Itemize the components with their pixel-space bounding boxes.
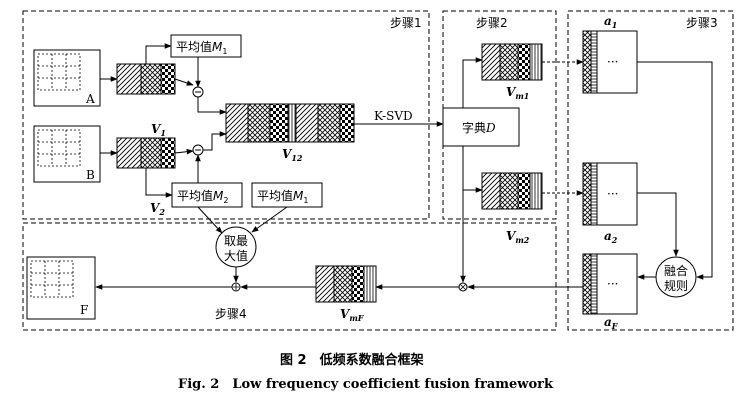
ksvd-label: K-SVD <box>374 109 413 123</box>
step2-label: 步骤2 <box>476 16 508 30</box>
svg-text:平均值M2: 平均值M2 <box>177 188 228 205</box>
subtract-node-bottom <box>192 144 204 156</box>
caption-cn: 图 2 低频系数融合框架 <box>280 352 424 368</box>
image-a-label: A <box>85 92 95 106</box>
step1-label: 步骤1 <box>390 16 422 30</box>
a2-label: a2 <box>604 229 618 245</box>
vmf-label: VmF <box>340 307 365 323</box>
matrix-vm1 <box>481 43 543 81</box>
svg-text:取最: 取最 <box>224 234 248 248</box>
add-node <box>231 282 241 292</box>
connectors <box>95 43 713 290</box>
a1-label: a1 <box>604 14 617 30</box>
mean-m1-top-box: 平均值M1 <box>170 34 242 58</box>
svg-text:平均值M1: 平均值M1 <box>257 188 308 205</box>
svg-text:融合: 融合 <box>664 263 688 278</box>
vm2-label: Vm2 <box>506 229 530 245</box>
v2-label: V2 <box>150 201 165 217</box>
svg-text:···: ··· <box>607 277 618 291</box>
step3-label: 步骤3 <box>686 16 718 30</box>
dictionary-box: 字典D <box>442 107 520 147</box>
v1-label: V1 <box>151 122 166 138</box>
vm1-label: Vm1 <box>506 85 529 101</box>
image-b-label: B <box>86 168 95 182</box>
image-f: F <box>26 256 96 320</box>
svg-text:···: ··· <box>607 187 618 201</box>
coefficient-af: ··· <box>582 253 638 315</box>
image-a: A <box>33 49 101 107</box>
coefficient-a2: ··· <box>582 162 638 226</box>
mean-m2-box: 平均值M2 <box>171 182 243 208</box>
image-b: B <box>33 125 101 183</box>
matrix-vmf <box>315 265 377 303</box>
patch-matrix-b <box>116 137 176 169</box>
step4-label: 步骤4 <box>215 307 247 321</box>
v12-label: V12 <box>282 147 303 163</box>
multiply-node <box>458 282 468 292</box>
svg-text:字典D: 字典D <box>462 120 496 135</box>
caption-en: Fig. 2 Low frequency coefficient fusion … <box>178 377 554 392</box>
patch-matrix-a <box>116 63 176 95</box>
coefficient-a1: ··· <box>582 30 638 94</box>
combined-matrix-v12 <box>225 103 355 143</box>
step1-region <box>22 10 430 220</box>
subtract-node-top <box>192 86 204 98</box>
matrix-vm2 <box>481 172 543 210</box>
step4-region <box>22 222 557 331</box>
svg-text:大值: 大值 <box>224 248 248 263</box>
svg-text:···: ··· <box>607 55 618 69</box>
fusion-rule-node: 融合 规则 <box>655 256 697 298</box>
step3-region <box>567 10 734 331</box>
svg-text:规则: 规则 <box>664 278 688 293</box>
mean-m1-bottom-box: 平均值M1 <box>251 182 323 208</box>
af-label: aF <box>604 315 619 331</box>
image-f-label: F <box>80 303 88 317</box>
svg-text:平均值M1: 平均值M1 <box>176 39 227 56</box>
